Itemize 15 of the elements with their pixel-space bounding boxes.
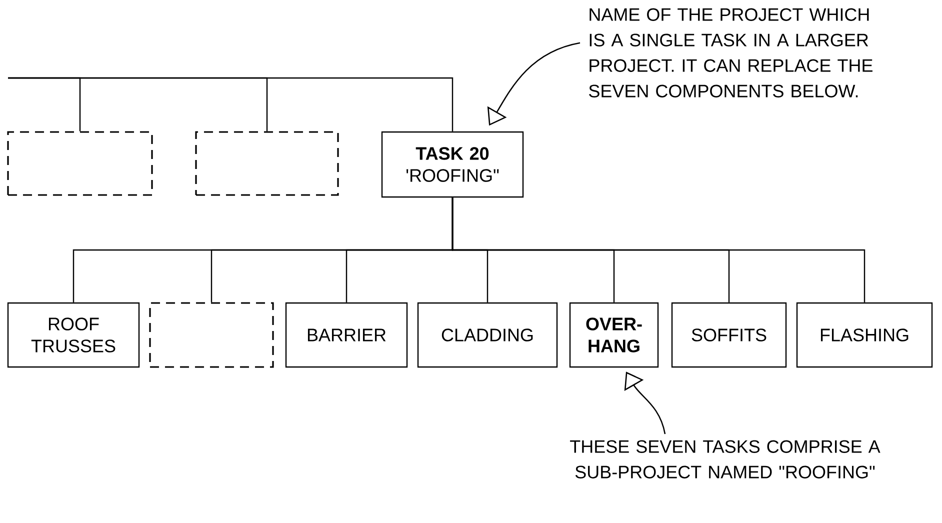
empty-box [149,302,274,368]
connector-line [452,198,866,302]
curved-arrow [624,372,666,434]
connector-line [8,77,454,132]
note-text: NAME OF THE PROJECT WHICH IS A SINGLE TASK IN A LARGER PROJECT. IT CAN REPLACE THE SEVEN COMPONENTS BELOW. [589,8,872,98]
task-box: FLASHING [796,302,933,368]
task-box: TASK 20 'ROOFING" [381,131,524,198]
empty-box [7,131,153,196]
task-box: SOFFITS [671,302,787,368]
task-box: CLADDING [417,302,558,368]
task-box: ROOF TRUSSES [7,302,140,368]
note-text: THESE SEVEN TASKS COMPRISE A SUB-PROJECT NAMED "ROOFING" [570,440,880,478]
empty-box [195,131,339,196]
task-box: OVER- HANG [569,302,659,368]
task-box: BARRIER [285,302,408,368]
